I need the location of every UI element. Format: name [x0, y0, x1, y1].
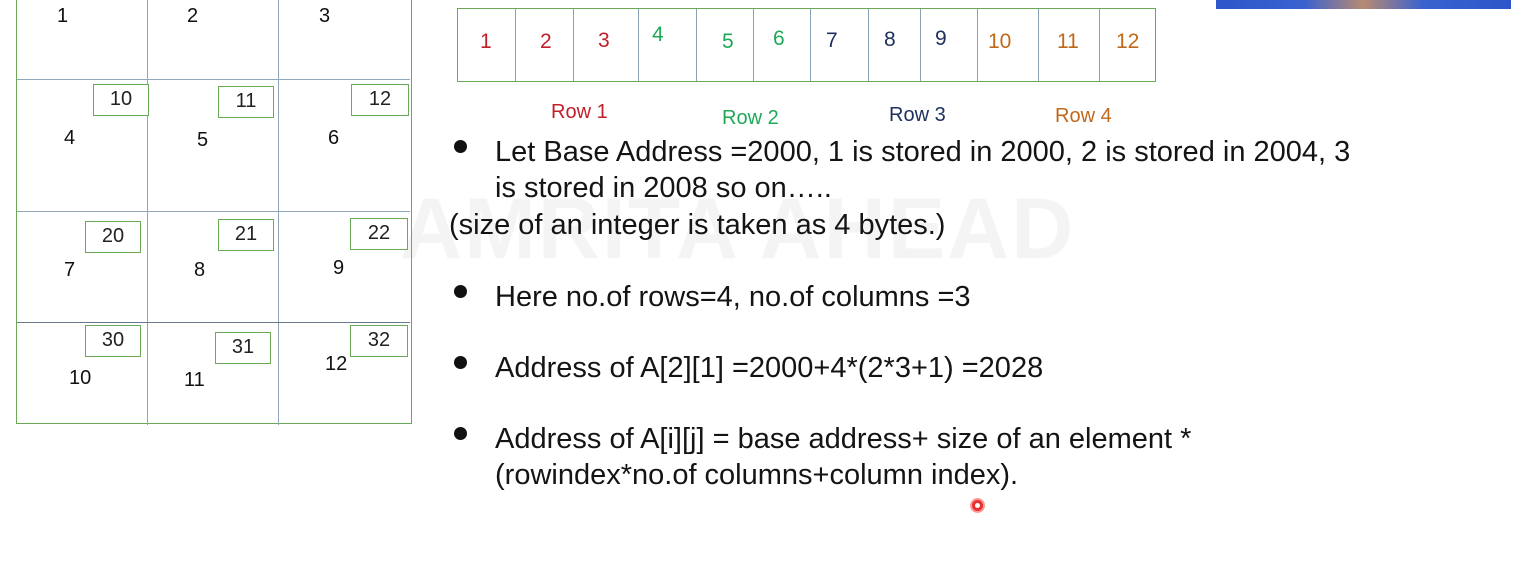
array-element: 6: [773, 27, 785, 50]
bullet-icon: [454, 285, 467, 298]
two-d-array-grid: 1 2 3 10 11 12 4 5 6 20 21 22 7 8 9 30 3…: [16, 0, 412, 425]
bullet-icon: [454, 356, 467, 369]
row-label-1: Row 1: [551, 101, 608, 123]
array-element: 4: [652, 23, 664, 46]
index-box: 11: [218, 86, 274, 118]
array-element: 10: [988, 30, 1012, 53]
bullet-3-text: Address of A[2][1] =2000+4*(2*3+1) =2028: [495, 352, 1044, 384]
index-box: 12: [351, 84, 409, 116]
index-box: 21: [218, 219, 274, 251]
row-label-2: Row 2: [722, 107, 779, 129]
array-element: 8: [884, 28, 896, 51]
grid-cell-value: 7: [64, 259, 76, 281]
laser-pointer-icon: [972, 500, 983, 511]
array-element: 9: [935, 27, 947, 50]
row-major-linear-array: 1 2 3 4 5 6 7 8 9 10 11 12: [457, 8, 1156, 82]
grid-cell-value: 6: [328, 127, 340, 149]
array-element: 2: [540, 30, 552, 53]
bullet-2-text: Here no.of rows=4, no.of columns =3: [495, 281, 971, 313]
array-element: 1: [480, 30, 492, 53]
grid-cell-value: 5: [197, 129, 209, 151]
grid-cell-value: 11: [184, 369, 205, 391]
grid-cell-value: 1: [57, 5, 69, 27]
index-box: 32: [350, 325, 408, 357]
grid-cell-value: 3: [319, 5, 331, 27]
index-box: 20: [85, 221, 141, 253]
bullet-4-text-cont: (rowindex*no.of columns+column index).: [495, 459, 1019, 491]
index-box: 30: [85, 325, 141, 357]
index-box: 10: [93, 84, 149, 116]
array-element: 5: [722, 30, 734, 53]
grid-cell-value: 4: [64, 127, 76, 149]
bullet-icon: [454, 427, 467, 440]
bullet-1-text: Let Base Address =2000, 1 is stored in 2…: [495, 136, 1351, 168]
index-box: 31: [215, 332, 271, 364]
grid-cell-value: 9: [333, 257, 345, 279]
bullet-1-text-cont: is stored in 2008 so on…..: [495, 172, 832, 204]
grid-cell-value: 8: [194, 259, 206, 281]
row-label-4: Row 4: [1055, 105, 1112, 127]
presenter-video-thumbnail: [1216, 0, 1511, 9]
watermark: AMRITA AHEAD: [400, 180, 1075, 279]
grid-cell-value: 2: [187, 5, 199, 27]
grid-cell-value: 12: [325, 353, 348, 375]
grid-cell-value: 10: [69, 367, 92, 389]
bullet-4-text: Address of A[i][j] = base address+ size …: [495, 423, 1192, 455]
index-box: 22: [350, 218, 408, 250]
array-element: 7: [826, 29, 838, 52]
bullet-icon: [454, 140, 467, 153]
array-element: 11: [1057, 30, 1079, 53]
array-element: 12: [1116, 30, 1140, 53]
size-note: (size of an integer is taken as 4 bytes.…: [449, 209, 946, 241]
row-label-3: Row 3: [889, 104, 946, 126]
array-element: 3: [598, 29, 610, 52]
